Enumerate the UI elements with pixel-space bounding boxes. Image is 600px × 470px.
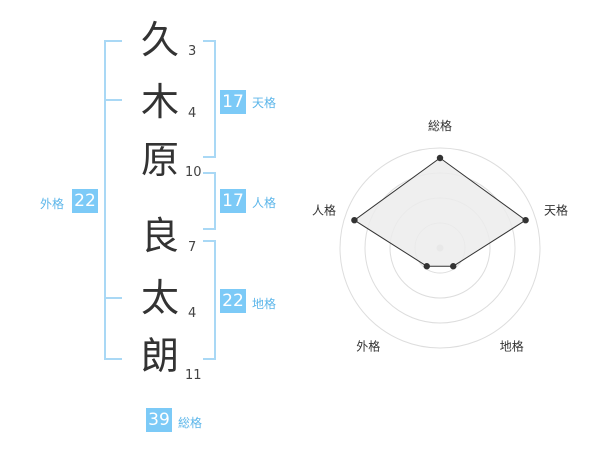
radar-point-2 — [522, 216, 529, 224]
tenkaku-bracket-vertical — [214, 40, 216, 158]
jinkaku-value: 17 — [220, 189, 246, 213]
tenkaku-bracket-top — [203, 40, 216, 42]
jinkaku-label: 人格 — [252, 196, 277, 210]
name-char-6: 朗 — [140, 334, 179, 378]
tenkaku-label: 天格 — [252, 96, 277, 110]
radar-point-3 — [450, 263, 457, 270]
chikaku-label: 地格 — [252, 297, 277, 311]
radar-axis-label: 地格 — [500, 339, 524, 354]
stroke-count-2: 4 — [188, 106, 197, 121]
gaikaku-label: 外格 — [40, 197, 65, 211]
name-char-1: 久 — [140, 18, 179, 62]
name-char-5: 太 — [140, 276, 179, 320]
name-char-2: 木 — [140, 80, 179, 124]
stroke-count-1: 3 — [188, 44, 197, 59]
radar-point-4 — [423, 263, 430, 270]
radar-axis-label: 外格 — [356, 339, 380, 354]
jinkaku-bracket-top — [203, 172, 216, 174]
radar-axis-label: 総格 — [428, 118, 452, 133]
tenkaku-value: 17 — [220, 90, 246, 114]
stroke-count-3: 10 — [185, 165, 202, 180]
stroke-count-5: 4 — [188, 306, 197, 321]
gaikaku-value: 22 — [72, 189, 98, 213]
jinkaku-bracket-vertical — [214, 172, 216, 230]
chikaku-bracket-vertical — [214, 240, 216, 360]
gaikaku-bracket-bottom — [104, 358, 122, 360]
chikaku-bracket-top — [203, 240, 216, 242]
jinkaku-bracket-bottom — [203, 228, 216, 230]
radar-axis-label: 天格 — [544, 202, 568, 217]
radar-point-1 — [436, 154, 444, 162]
chikaku-bracket-bottom — [203, 358, 216, 360]
stroke-count-6: 11 — [185, 368, 202, 383]
radar-point-5 — [351, 216, 358, 224]
name-char-3: 原 — [140, 138, 179, 182]
gaikaku-bracket-vertical — [104, 40, 106, 360]
chikaku-value: 22 — [220, 289, 246, 313]
tenkaku-bracket-bottom — [203, 156, 216, 158]
radar-axis-label: 人格 — [312, 202, 336, 217]
radar-grid-circle — [339, 147, 541, 349]
soukaku-label: 総格 — [178, 416, 203, 430]
soukaku-value: 39 — [146, 408, 172, 432]
radar-shape — [353, 157, 527, 267]
name-char-4: 良 — [140, 214, 179, 258]
gaikaku-bracket-top — [104, 40, 122, 42]
gaikaku-bracket-tick-2 — [104, 297, 122, 299]
stroke-count-4: 7 — [188, 240, 197, 255]
gaikaku-bracket-tick-1 — [104, 99, 122, 101]
